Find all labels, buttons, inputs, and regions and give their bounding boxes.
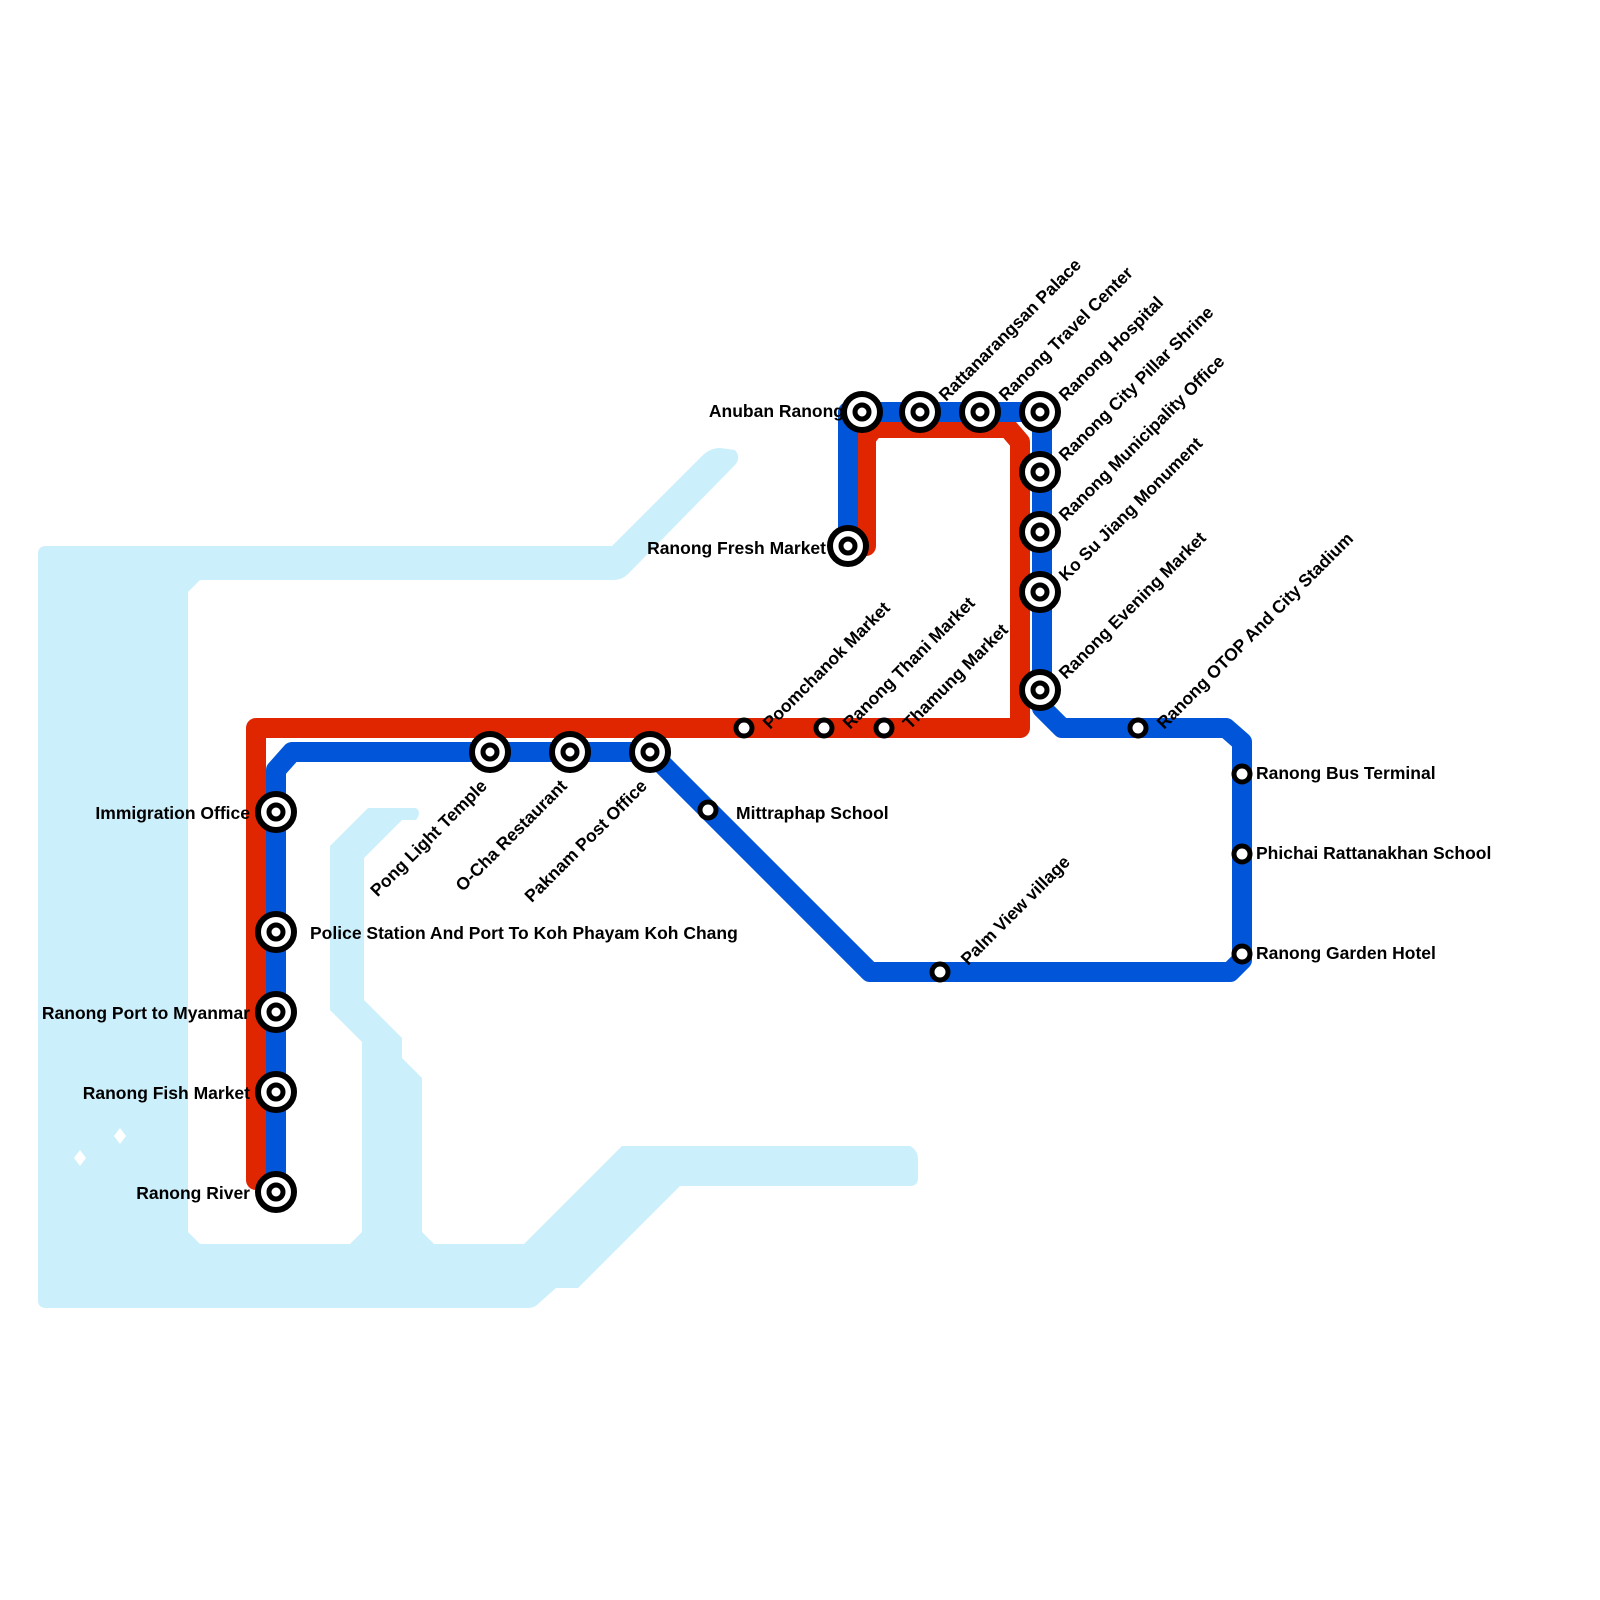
label-ranong-garden-hotel[interactable]: Ranong Garden Hotel xyxy=(1256,943,1436,963)
label-ranong-hospital[interactable]: Ranong Hospital xyxy=(1055,292,1167,404)
station-ranong-fish-market[interactable] xyxy=(255,1071,297,1113)
station-police-station-and-port-to-koh-phayam-koh-chang[interactable] xyxy=(255,911,297,953)
station-poomchanok-market[interactable] xyxy=(733,717,755,739)
stop-marker[interactable] xyxy=(929,961,951,983)
station-ranong-municipality-office[interactable] xyxy=(1019,511,1061,553)
station-ranong-travel-center[interactable] xyxy=(959,391,1001,433)
station-o-cha-restaurant[interactable] xyxy=(549,731,591,773)
interchange-marker-inner xyxy=(970,402,990,422)
interchange-marker-inner xyxy=(560,742,580,762)
red-line[interactable] xyxy=(246,418,1030,1190)
label-palm-view-village[interactable]: Palm View village xyxy=(957,852,1074,969)
station-mittraphap-school[interactable] xyxy=(697,799,719,821)
interchange-marker-inner xyxy=(480,742,500,762)
interchange-marker-inner xyxy=(266,922,286,942)
interchange-marker-inner xyxy=(1030,680,1050,700)
station-ranong-thani-market[interactable] xyxy=(813,717,835,739)
label-phichai-rattanakhan-school[interactable]: Phichai Rattanakhan School xyxy=(1256,843,1491,863)
station-anuban-ranong[interactable] xyxy=(841,391,883,433)
interchange-marker-inner xyxy=(1030,582,1050,602)
stations-layer xyxy=(255,391,1253,1213)
interchange-marker-inner xyxy=(1030,402,1050,422)
interchange-marker-inner xyxy=(910,402,930,422)
interchange-marker-inner xyxy=(1030,522,1050,542)
station-ranong-otop-and-city-stadium[interactable] xyxy=(1127,717,1149,739)
station-ranong-fresh-market[interactable] xyxy=(827,525,869,567)
label-thamung-market[interactable]: Thamung Market xyxy=(899,620,1012,733)
stop-marker[interactable] xyxy=(813,717,835,739)
label-police-station[interactable]: Police Station And Port To Koh Phayam Ko… xyxy=(310,923,738,943)
label-anuban-ranong[interactable]: Anuban Ranong xyxy=(709,401,844,421)
station-palm-view-village[interactable] xyxy=(929,961,951,983)
station-ranong-river[interactable] xyxy=(255,1171,297,1213)
water-island-1 xyxy=(114,1128,126,1144)
label-ranong-port-to-myanmar[interactable]: Ranong Port to Myanmar xyxy=(42,1003,250,1023)
label-mittraphap-school[interactable]: Mittraphap School xyxy=(736,803,889,823)
station-ranong-bus-terminal[interactable] xyxy=(1231,763,1253,785)
interchange-marker-inner xyxy=(852,402,872,422)
station-ranong-hospital[interactable] xyxy=(1019,391,1061,433)
stop-marker[interactable] xyxy=(733,717,755,739)
water-island-2 xyxy=(74,1150,86,1166)
station-phichai-rattanakhan-school[interactable] xyxy=(1231,843,1253,865)
interchange-marker-inner xyxy=(266,802,286,822)
interchange-marker-inner xyxy=(266,1182,286,1202)
station-ko-su-jiang-monument[interactable] xyxy=(1019,571,1061,613)
station-rattanarangsan-palace[interactable] xyxy=(899,391,941,433)
interchange-marker-inner xyxy=(1030,462,1050,482)
label-ranong-fish-market[interactable]: Ranong Fish Market xyxy=(83,1083,250,1103)
stop-marker[interactable] xyxy=(1231,763,1253,785)
water-main-river xyxy=(38,448,918,1308)
station-ranong-city-pillar-shrine[interactable] xyxy=(1019,451,1061,493)
stop-marker[interactable] xyxy=(1231,843,1253,865)
interchange-marker-inner xyxy=(838,536,858,556)
stop-marker[interactable] xyxy=(697,799,719,821)
label-ranong-fresh-market[interactable]: Ranong Fresh Market xyxy=(647,538,826,558)
station-immigration-office[interactable] xyxy=(255,791,297,833)
station-pong-light-temple[interactable] xyxy=(469,731,511,773)
water-layer xyxy=(38,448,918,1308)
station-thamung-market[interactable] xyxy=(873,717,895,739)
interchange-marker-inner xyxy=(266,1002,286,1022)
stop-marker[interactable] xyxy=(873,717,895,739)
label-ranong-bus-terminal[interactable]: Ranong Bus Terminal xyxy=(1256,763,1436,783)
station-ranong-port-to-myanmar[interactable] xyxy=(255,991,297,1033)
interchange-marker-inner xyxy=(640,742,660,762)
interchange-marker-inner xyxy=(266,1082,286,1102)
stop-marker[interactable] xyxy=(1127,717,1149,739)
label-poomchanok-market[interactable]: Poomchanok Market xyxy=(759,598,894,733)
label-ranong-river[interactable]: Ranong River xyxy=(136,1183,250,1203)
station-ranong-garden-hotel[interactable] xyxy=(1231,943,1253,965)
station-paknam-post-office[interactable] xyxy=(629,731,671,773)
label-immigration-office[interactable]: Immigration Office xyxy=(95,803,250,823)
stop-marker[interactable] xyxy=(1231,943,1253,965)
station-ranong-evening-market[interactable] xyxy=(1019,669,1061,711)
